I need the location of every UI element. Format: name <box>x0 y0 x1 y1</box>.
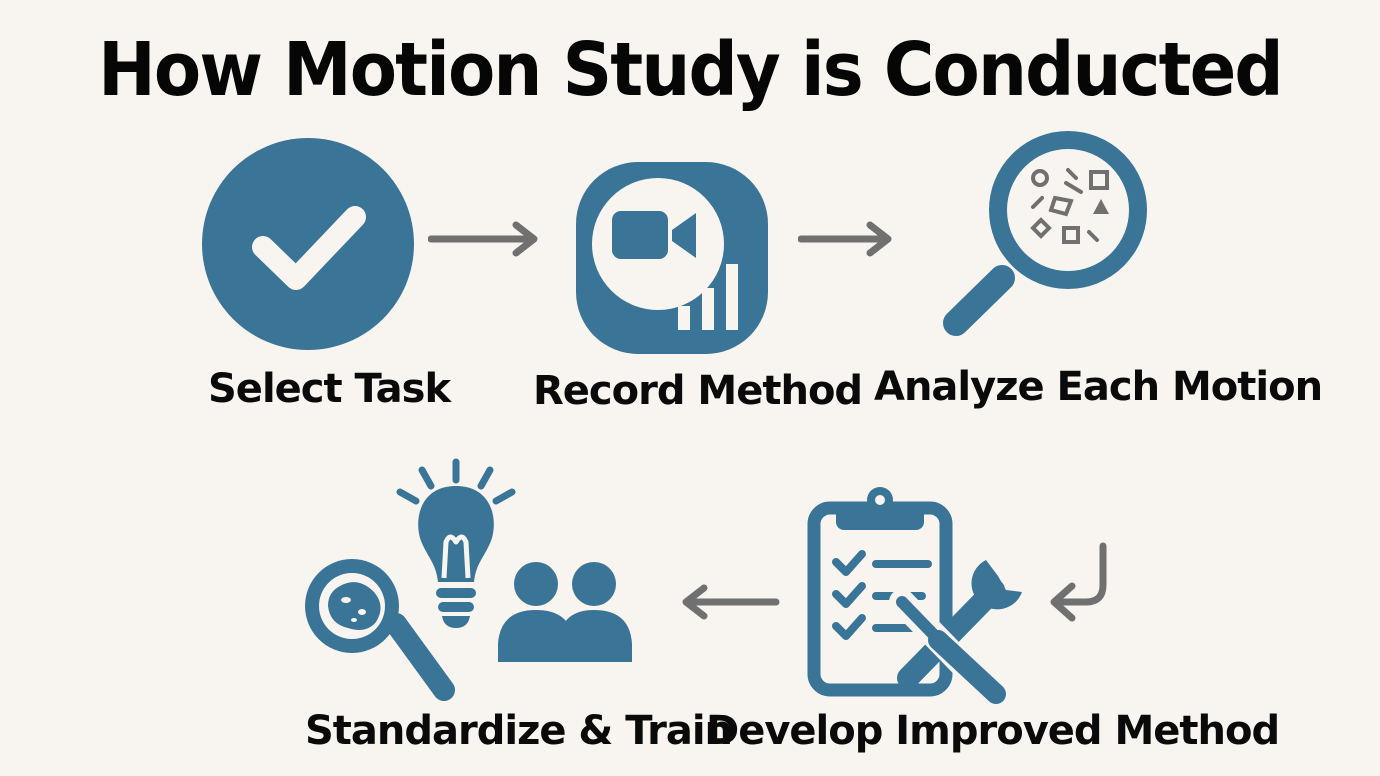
step-label-analyze-each-motion: Analyze Each Motion <box>874 364 1323 410</box>
step-label-standardize-and-train: Standardize & Train <box>305 708 733 754</box>
arrow-right-icon <box>798 221 894 257</box>
lightbulb-team-icon <box>296 456 636 702</box>
arrow-right-icon <box>428 221 540 257</box>
magnifying-glass-icon <box>940 126 1154 340</box>
return-arrow-icon <box>1046 540 1116 626</box>
step-label-record-method: Record Method <box>533 368 863 414</box>
diagram-title: How Motion Study is Conducted <box>98 27 1284 113</box>
step-label-develop-improved-method: Develop Improved Method <box>706 708 1280 754</box>
arrow-left-icon <box>680 584 780 620</box>
clipboard-tools-icon <box>806 482 1028 704</box>
video-camera-icon <box>574 160 770 356</box>
step-label-select-task: Select Task <box>208 366 451 412</box>
checkmark-circle-icon <box>201 137 415 351</box>
